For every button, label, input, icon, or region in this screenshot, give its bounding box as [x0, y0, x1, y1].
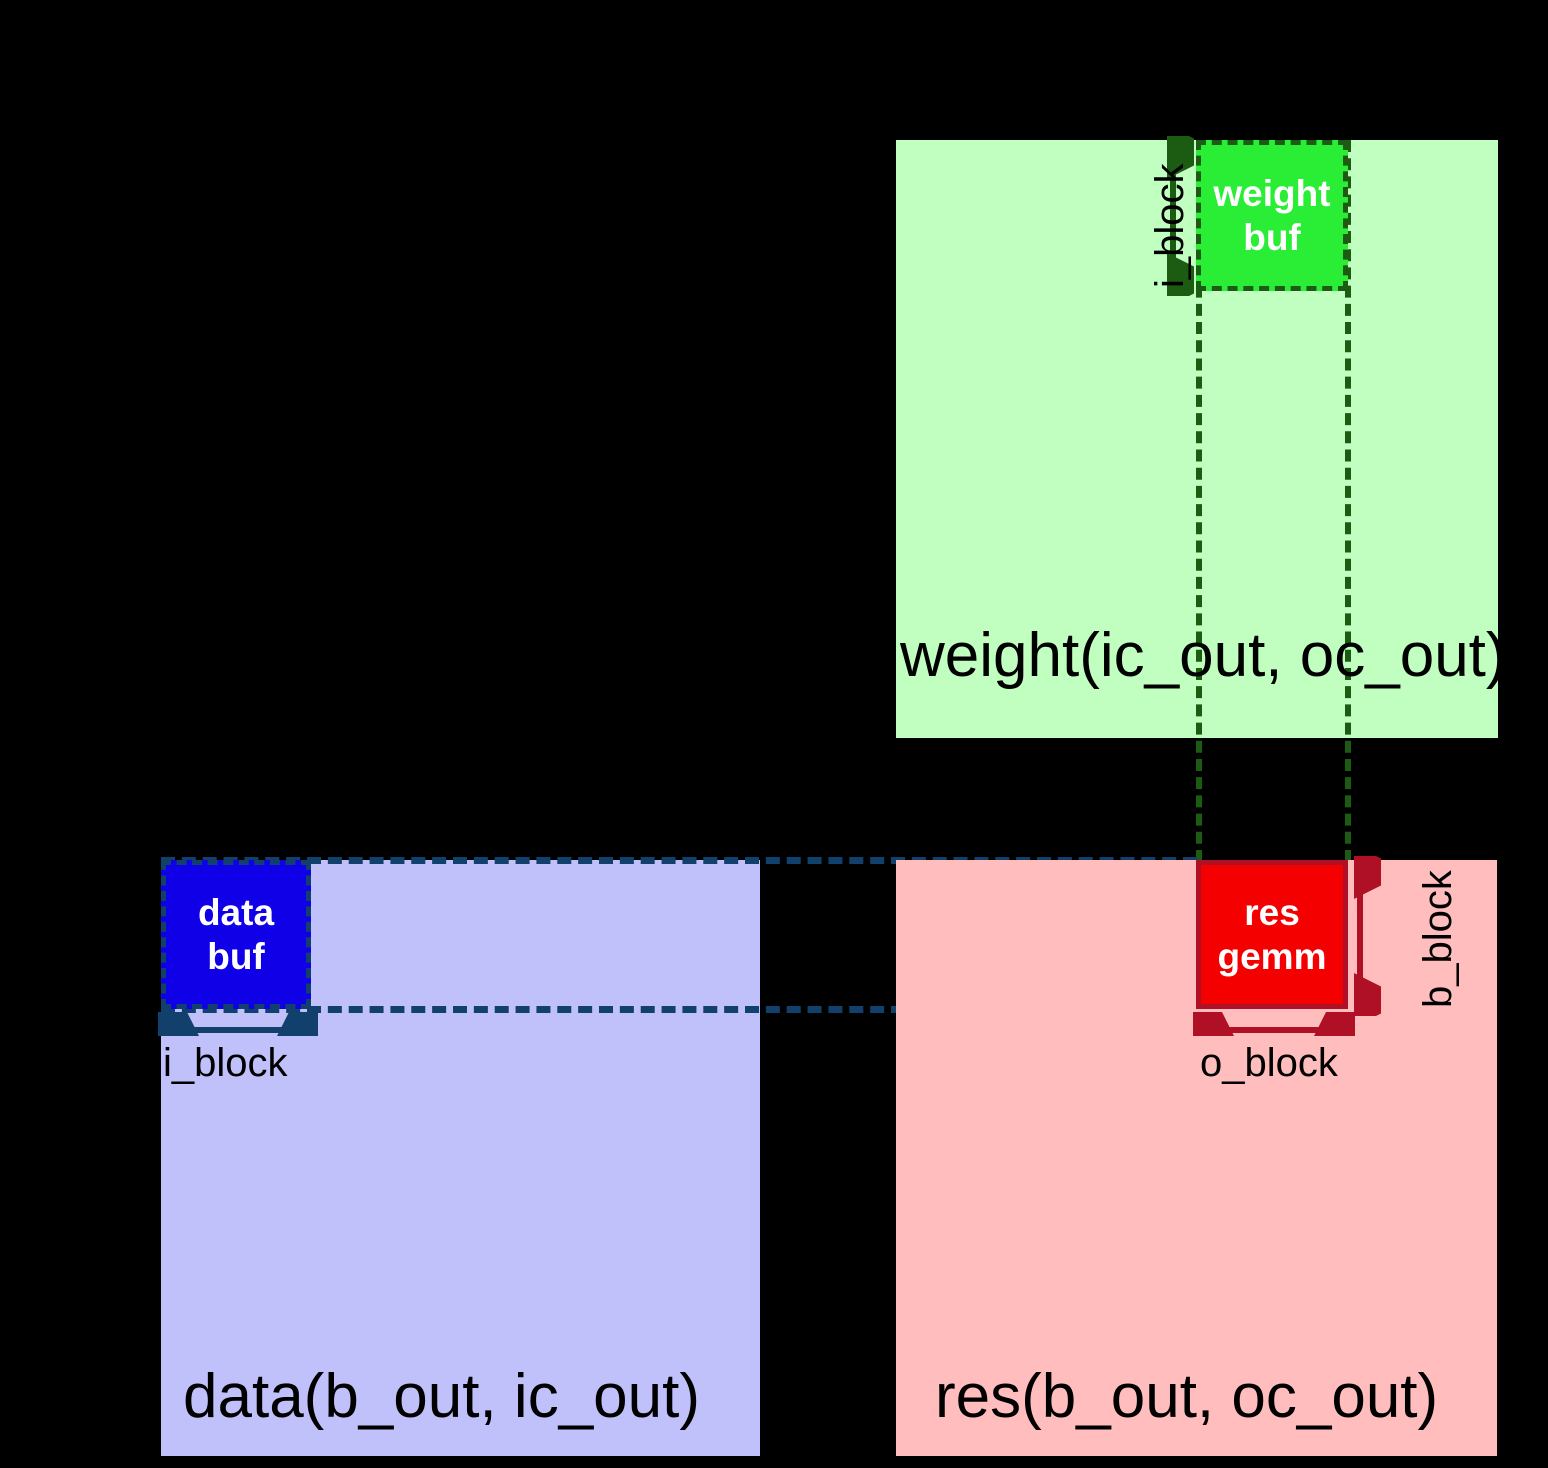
res-o-block-arrow — [1180, 982, 1368, 1048]
res-gemm-label-line1: res — [1244, 891, 1300, 933]
data-buf-label-line2: buf — [207, 935, 265, 977]
data-matrix-label: data(b_out, ic_out) — [183, 1362, 701, 1431]
data-i-block-arrow — [145, 982, 331, 1048]
weight-matrix-label: weight(ic_out, oc_out) — [900, 621, 1507, 690]
weight-i-block-label: i_block — [1148, 163, 1192, 288]
weight-i-block-arrow — [1152, 125, 1221, 307]
weight-right-guide-line — [1345, 140, 1351, 862]
res-matrix-label: res(b_out, oc_out) — [935, 1362, 1439, 1431]
data-buf-label-line1: data — [197, 891, 275, 933]
res-o-block-label: o_block — [1200, 1041, 1338, 1085]
res-gemm-tile[interactable]: res gemm — [1196, 860, 1348, 1009]
weight-left-guide-line — [1196, 140, 1202, 862]
res-b-block-arrow-icon — [1354, 845, 1408, 1027]
weight-i-block-arrow-icon — [1167, 125, 1221, 307]
data-bottom-guide-line — [161, 1006, 1197, 1013]
weight-buf-tile[interactable]: weight buf — [1196, 140, 1348, 291]
data-i-block-arrow-icon — [145, 982, 331, 1036]
weight-buf-label-line2: buf — [1243, 216, 1301, 258]
data-top-guide-line — [161, 857, 1197, 864]
res-o-block-arrow-icon — [1180, 982, 1368, 1036]
data-buf-tile[interactable]: data buf — [161, 860, 311, 1009]
weight-buf-label-line1: weight — [1213, 172, 1331, 214]
res-b-block-label: b_block — [1416, 870, 1460, 1008]
data-i-block-label: i_block — [163, 1041, 288, 1085]
res-gemm-label-line2: gemm — [1217, 935, 1327, 977]
res-b-block-arrow — [1339, 845, 1408, 1027]
